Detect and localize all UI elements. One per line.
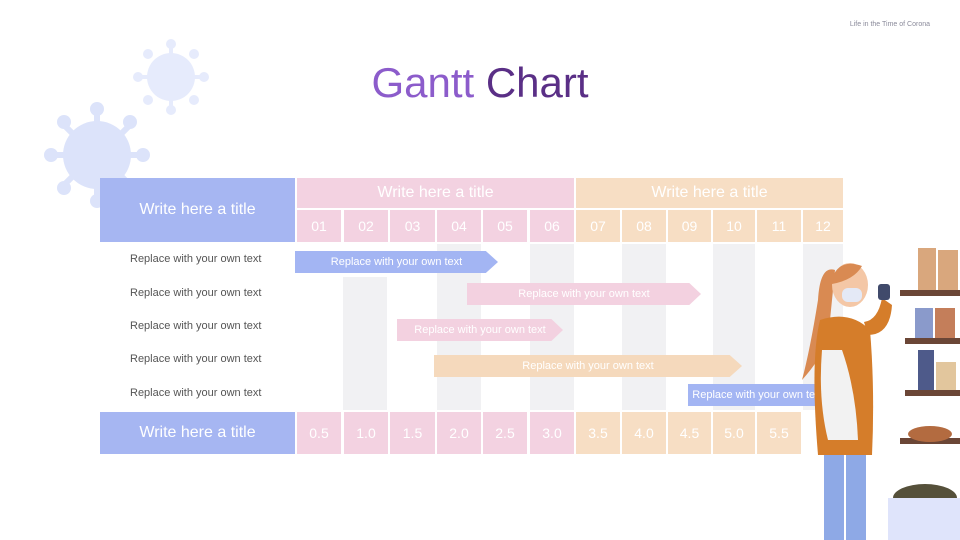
- gantt-bar: Replace with your own text: [397, 319, 563, 341]
- footer-value-cell: 5.0: [713, 412, 755, 454]
- footer-value-cell: 4.0: [622, 412, 666, 454]
- gantt-bar: Replace with your own text: [688, 384, 828, 406]
- footer-value-cell: 0.5: [297, 412, 341, 454]
- gantt-bar: Replace with your own text: [295, 251, 498, 273]
- gantt-bar: Replace with your own text: [467, 283, 701, 305]
- footer-value-cell: 2.0: [437, 412, 481, 454]
- row-label: Replace with your own text: [130, 387, 262, 399]
- month-cell: 11: [757, 210, 801, 242]
- group2-header: Write here a title: [576, 178, 843, 208]
- shopper-illustration: [802, 248, 960, 540]
- virus-icon: [133, 39, 209, 115]
- footer-value-cell: 3.5: [576, 412, 620, 454]
- footer-value-cell: 3.0: [530, 412, 574, 454]
- gantt-bar: Replace with your own text: [434, 355, 742, 377]
- left-header: Write here a title: [100, 178, 295, 242]
- footer-value-cell: 1.5: [390, 412, 435, 454]
- footer-value-cell: 2.5: [483, 412, 527, 454]
- footer-value-cell: 4.5: [668, 412, 711, 454]
- column-stripe: [713, 244, 755, 410]
- footer-value-cell: 1.0: [344, 412, 388, 454]
- month-cell: 05: [483, 210, 527, 242]
- footer-value-cell: 5.5: [757, 412, 801, 454]
- row-label: Replace with your own text: [130, 320, 262, 332]
- title-part-2: Chart: [485, 59, 589, 106]
- title-part-1: Gantt: [371, 59, 475, 106]
- month-cell: 12: [803, 210, 843, 242]
- month-cell: 07: [576, 210, 620, 242]
- column-stripe: [343, 277, 387, 410]
- group1-header: Write here a title: [297, 178, 574, 208]
- month-cell: 03: [390, 210, 435, 242]
- row-label: Replace with your own text: [130, 253, 262, 265]
- month-cell: 06: [530, 210, 574, 242]
- column-stripe: [622, 244, 666, 410]
- month-cell: 04: [437, 210, 481, 242]
- footer-header: Write here a title: [100, 412, 295, 454]
- month-cell: 01: [297, 210, 341, 242]
- row-label: Replace with your own text: [130, 287, 262, 299]
- month-cell: 10: [713, 210, 755, 242]
- month-cell: 09: [668, 210, 711, 242]
- page-title: Gantt Chart: [0, 58, 960, 108]
- month-cell: 02: [344, 210, 388, 242]
- presentation-corner-label: Life in the Time of Corona: [849, 21, 930, 28]
- row-label: Replace with your own text: [130, 353, 262, 365]
- month-cell: 08: [622, 210, 666, 242]
